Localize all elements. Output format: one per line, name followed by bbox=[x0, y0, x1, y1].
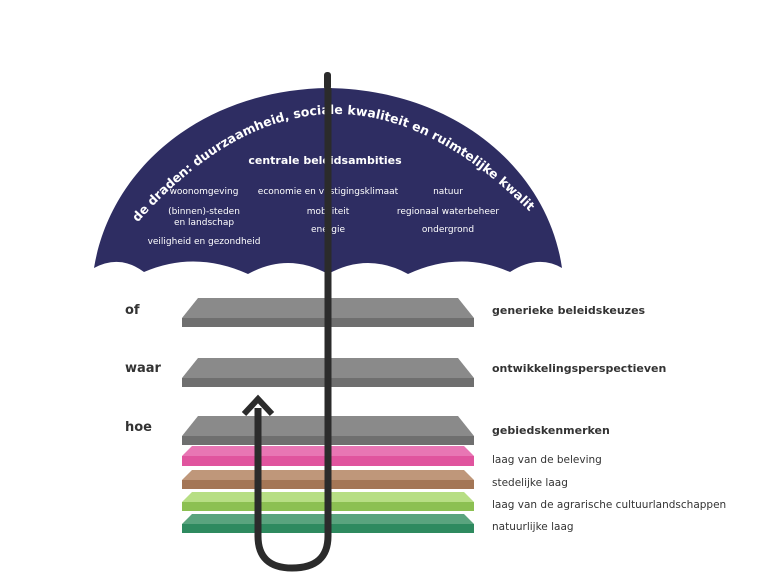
label-layer-stedelijk: stedelijke laag bbox=[492, 477, 568, 489]
question-of: of bbox=[125, 303, 140, 318]
question-hoe: hoe bbox=[125, 420, 152, 435]
level-area: gebiedskenmerken bbox=[492, 424, 610, 437]
label-layer-beleving: laag van de beleving bbox=[492, 454, 602, 466]
ambition-veiligheid: veiligheid en gezondheid bbox=[148, 237, 261, 247]
umbrella-tip bbox=[324, 72, 331, 90]
label-layer-natuurlijk: natuurlijke laag bbox=[492, 521, 574, 533]
ambition-steden-line2: en landschap bbox=[174, 218, 234, 228]
umbrella-shaft-and-handle bbox=[254, 88, 332, 572]
question-waar: waar bbox=[125, 361, 162, 376]
level-development: ontwikkelingsperspectieven bbox=[492, 362, 666, 375]
level-generic: generieke beleidskeuzes bbox=[492, 304, 646, 317]
ambition-natuur: natuur bbox=[433, 187, 463, 197]
ambition-steden: (binnen)-steden bbox=[168, 207, 240, 217]
ambition-ondergrond: ondergrond bbox=[422, 225, 474, 235]
arrow-up-icon bbox=[241, 394, 275, 417]
ambition-waterbeheer: regionaal waterbeheer bbox=[397, 207, 500, 217]
label-layer-agrarisch: laag van de agrarische cultuurlandschapp… bbox=[492, 499, 726, 511]
ambition-woonomgeving: woonomgeving bbox=[170, 187, 239, 197]
